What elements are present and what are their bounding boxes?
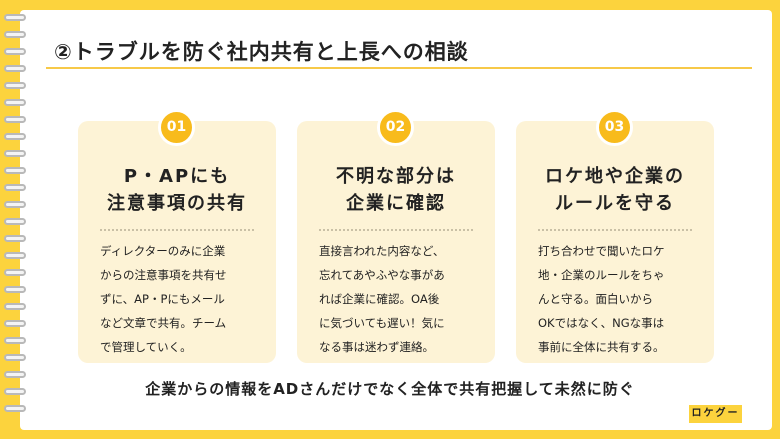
card-body-line: 事前に全体に共有する。 — [538, 340, 665, 354]
binder-ring — [4, 405, 26, 412]
binder-ring — [4, 388, 26, 395]
binder-ring — [4, 354, 26, 361]
binder-ring — [4, 320, 26, 327]
card-body: 直接言われた内容など、 忘れてあやふやな事があ れば企業に確認。OA後 に気づい… — [319, 239, 477, 359]
page-title: ②トラブルを防ぐ社内共有と上長への相談 — [54, 40, 469, 64]
binder-ring — [4, 303, 26, 310]
card-body-line: OKではなく、NGな事は — [538, 316, 665, 330]
summary-text: 企業からの情報をADさんだけでなく全体で共有把握して未然に防ぐ — [145, 380, 635, 398]
card-body-line: ずに、AP・Pにもメール — [100, 292, 225, 306]
binder-ring — [4, 218, 26, 225]
binder-ring — [4, 48, 26, 55]
card-divider — [100, 229, 254, 231]
binder-ring — [4, 371, 26, 378]
card-body-line: など文章で共有。チーム — [100, 316, 227, 330]
card-heading: 不明な部分は 企業に確認 — [297, 163, 495, 217]
tip-card-1: 01 P・APにも 注意事項の共有 ディレクターのみに企業 からの注意事項を共有… — [78, 109, 276, 363]
binder-ring — [4, 201, 26, 208]
card-heading-line: ロケ地や企業の — [545, 166, 685, 187]
card-number-badge: 03 — [596, 109, 633, 146]
binder-ring — [4, 99, 26, 106]
card-heading: ロケ地や企業の ルールを守る — [516, 163, 714, 217]
card-body-line: んと守る。面白いから — [538, 292, 653, 306]
card-heading-line: P・APにも — [123, 166, 231, 187]
card-heading-line: 企業に確認 — [346, 193, 446, 214]
card-body-line: 直接言われた内容など、 — [319, 244, 445, 258]
binder-ring — [4, 252, 26, 259]
title-underline — [46, 67, 752, 69]
binder-ring — [4, 116, 26, 123]
binder-ring — [4, 82, 26, 89]
binder-ring — [4, 14, 26, 21]
card-body-line: なる事は迷わず連絡。 — [319, 340, 434, 354]
binder-ring — [4, 337, 26, 344]
binder-ring — [4, 133, 26, 140]
binder-ring — [4, 167, 26, 174]
tip-card-3: 03 ロケ地や企業の ルールを守る 打ち合わせで聞いたロケ 地・企業のルールをち… — [516, 109, 714, 363]
card-divider — [538, 229, 692, 231]
binder-ring — [4, 269, 26, 276]
card-heading-line: 注意事項の共有 — [107, 193, 247, 214]
card-body-line: に気づいても遅い！気に — [319, 316, 445, 330]
card-body-line: 打ち合わせで聞いたロケ — [538, 244, 665, 258]
card-body-line: れば企業に確認。OA後 — [319, 292, 440, 306]
binder-ring — [4, 184, 26, 191]
card-number-badge: 01 — [158, 109, 195, 146]
binder-ring — [4, 31, 26, 38]
binder-ring — [4, 150, 26, 157]
card-body-line: ディレクターのみに企業 — [100, 244, 226, 258]
binder-ring — [4, 65, 26, 72]
card-heading: P・APにも 注意事項の共有 — [78, 163, 276, 217]
card-body-line: 地・企業のルールをちゃ — [538, 268, 665, 282]
card-number-badge: 02 — [377, 109, 414, 146]
tip-card-2: 02 不明な部分は 企業に確認 直接言われた内容など、 忘れてあやふやな事があ … — [297, 109, 495, 363]
card-body-line: からの注意事項を共有せ — [100, 268, 227, 282]
card-body: ディレクターのみに企業 からの注意事項を共有せ ずに、AP・Pにもメール など文… — [100, 239, 258, 359]
card-body: 打ち合わせで聞いたロケ 地・企業のルールをちゃ んと守る。面白いから OKではな… — [538, 239, 696, 359]
card-body-line: 忘れてあやふやな事があ — [319, 268, 445, 282]
card-heading-line: 不明な部分は — [336, 166, 456, 187]
brand-logo: ロケグー — [689, 405, 742, 423]
card-heading-line: ルールを守る — [555, 193, 675, 214]
card-divider — [319, 229, 473, 231]
binder-ring — [4, 235, 26, 242]
binder-ring — [4, 286, 26, 293]
binder-rings — [4, 14, 28, 426]
card-body-line: で管理していく。 — [100, 340, 192, 354]
